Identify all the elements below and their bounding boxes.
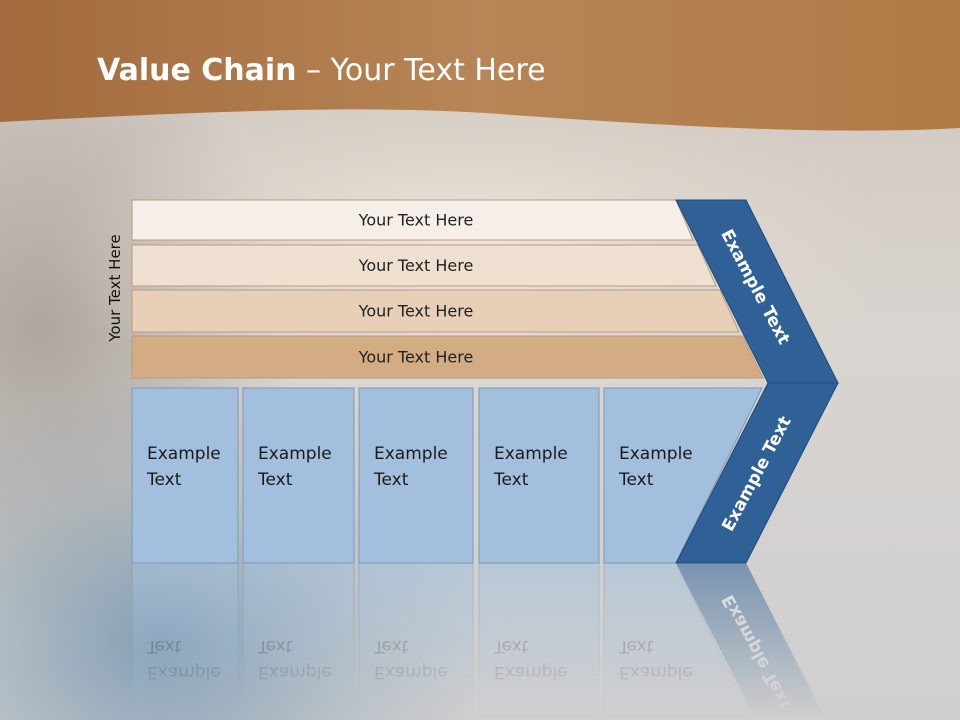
reflection-cell-line2-2: Text xyxy=(257,636,293,656)
band-label-2: Your Text Here xyxy=(358,256,474,275)
cell-label-line2-4: Text xyxy=(493,470,529,490)
band-row-1 xyxy=(131,199,694,241)
reflection-cell-1 xyxy=(131,562,239,720)
reflection-cell-4 xyxy=(478,562,600,720)
cell-label-line1-1: Example xyxy=(147,444,221,464)
reflection-cell-line2-1: Text xyxy=(146,636,182,656)
slide-title: Value Chain – Your Text Here xyxy=(97,53,546,88)
cell-label-line2-3: Text xyxy=(373,470,409,490)
band-row-4 xyxy=(131,335,764,379)
band-label-4: Your Text Here xyxy=(358,348,474,367)
reflection-cell-line2-5: Text xyxy=(618,636,654,656)
side-axis-label: Your Text Here xyxy=(106,234,124,342)
reflection-cell-line2-4: Text xyxy=(493,636,529,656)
reflection-cell-line1-3: Example xyxy=(374,662,448,682)
reflection-cell-3 xyxy=(358,562,474,720)
reflection-chevron-lower xyxy=(676,563,827,720)
cell-label-line1-2: Example xyxy=(258,444,332,464)
band-row-3 xyxy=(131,289,740,333)
cell-label-line1-3: Example xyxy=(374,444,448,464)
reflection-cell-line2-3: Text xyxy=(373,636,409,656)
title-bold-part: Value Chain xyxy=(97,53,297,88)
band-row-2 xyxy=(131,244,717,287)
cell-label-line2-1: Text xyxy=(146,470,182,490)
band-label-1: Your Text Here xyxy=(358,211,474,230)
reflection-cell-line1-5: Example xyxy=(619,662,693,682)
header-banner xyxy=(0,0,960,131)
reflection-cell-line1-1: Example xyxy=(147,662,221,682)
cell-label-line2-5: Text xyxy=(618,470,654,490)
band-label-3: Your Text Here xyxy=(358,302,474,321)
reflection-cell-2 xyxy=(242,562,355,720)
reflection-cell-line1-2: Example xyxy=(258,662,332,682)
cell-label-line2-2: Text xyxy=(257,470,293,490)
reflection-cell-line1-4: Example xyxy=(494,662,568,682)
title-rest-part: – Your Text Here xyxy=(296,53,546,88)
cell-label-line1-5: Example xyxy=(619,444,693,464)
cell-label-line1-4: Example xyxy=(494,444,568,464)
